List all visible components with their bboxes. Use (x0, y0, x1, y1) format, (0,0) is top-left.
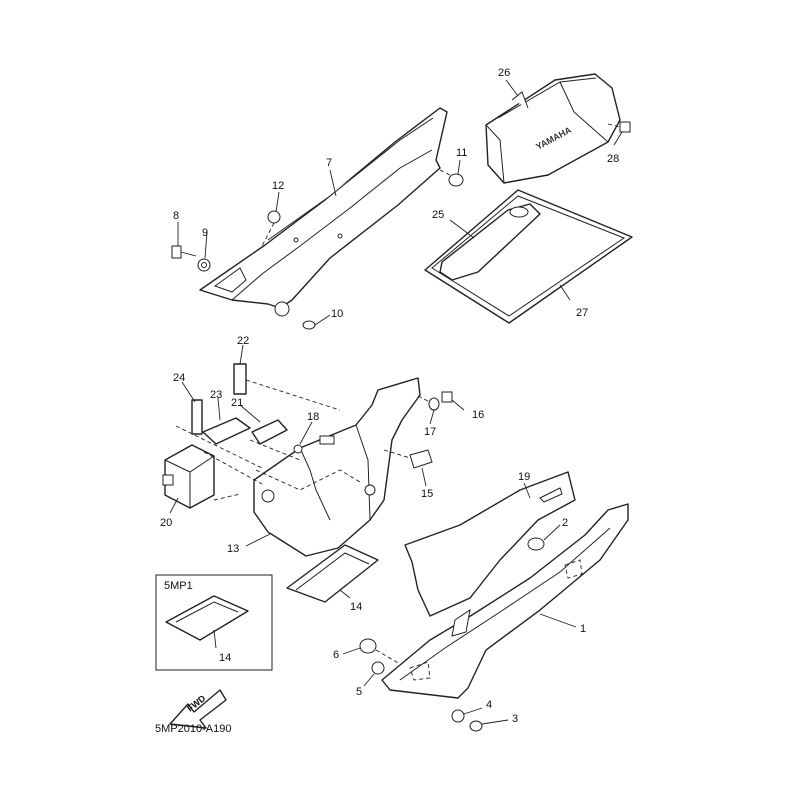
bolt-part-8 (171, 245, 197, 259)
callout-labels: 1 2 3 4 5 6 7 8 9 10 11 12 13 14 14 15 1… (160, 67, 619, 725)
callout-2: 2 (562, 517, 568, 529)
collar-part-17 (417, 395, 440, 411)
callout-13: 13 (227, 543, 239, 555)
side-cover-part-1 (381, 503, 629, 699)
nut-part-10 (302, 320, 316, 330)
inner-panel-part-19 (404, 471, 576, 617)
callout-6: 6 (333, 649, 339, 661)
callout-4: 4 (486, 699, 492, 711)
callout-18: 18 (307, 411, 319, 423)
leader-lines (169, 79, 623, 715)
callout-17: 17 (424, 426, 436, 438)
pad-part-22 (233, 363, 247, 395)
callout-25: 25 (432, 209, 444, 221)
callout-8: 8 (173, 210, 179, 222)
collar-part-5 (371, 661, 385, 675)
variant-box-5mp1: 5MP1 (155, 574, 273, 671)
callout-23: 23 (210, 389, 222, 401)
callout-7: 7 (326, 157, 332, 169)
grommet-part-9 (197, 258, 211, 272)
grommet-part-6 (359, 638, 401, 665)
callout-22: 22 (237, 335, 249, 347)
guide-dash-lines (175, 379, 341, 485)
callout-10: 10 (331, 308, 343, 320)
pad-part-21 (251, 419, 288, 445)
callout-16: 16 (472, 409, 484, 421)
variant-box-label: 5MP1 (164, 580, 193, 592)
callout-9: 9 (202, 227, 208, 239)
callout-26: 26 (498, 67, 510, 79)
callout-14: 14 (350, 601, 362, 613)
grommet-part-12 (261, 210, 281, 247)
band-part-15 (383, 449, 433, 469)
callout-14-variant: 14 (219, 652, 231, 664)
grommet-part-11 (439, 169, 464, 187)
callout-15: 15 (421, 488, 433, 500)
callout-24: 24 (173, 372, 185, 384)
bolt-part-3 (469, 719, 509, 732)
callout-3: 3 (512, 713, 518, 725)
callout-12: 12 (272, 180, 284, 192)
bolt-part-16 (441, 391, 453, 403)
screw-part-18 (293, 444, 303, 454)
callout-21: 21 (231, 397, 243, 409)
callout-1: 1 (580, 623, 586, 635)
tool-kit-part-26: YAMAHA (485, 73, 621, 184)
battery-box-part-13 (253, 377, 421, 557)
bag-part-25 (439, 203, 541, 281)
mat-part-14 (286, 544, 379, 603)
grommet-part-2 (527, 537, 545, 551)
drawing-code: 5MP2010-A190 (155, 723, 231, 735)
callout-5: 5 (356, 686, 362, 698)
pad-part-24 (191, 399, 203, 435)
bolt-part-28 (607, 121, 631, 133)
callout-11: 11 (456, 147, 467, 159)
sheet-part-27 (424, 189, 633, 324)
callout-19: 19 (518, 471, 530, 483)
battery-part-20 (162, 444, 241, 509)
pad-part-23 (202, 417, 251, 445)
callout-27: 27 (576, 307, 588, 319)
side-cover-upper-part (199, 107, 448, 317)
callout-28: 28 (607, 153, 619, 165)
collar-part-4 (451, 709, 465, 723)
callout-20: 20 (160, 517, 172, 529)
